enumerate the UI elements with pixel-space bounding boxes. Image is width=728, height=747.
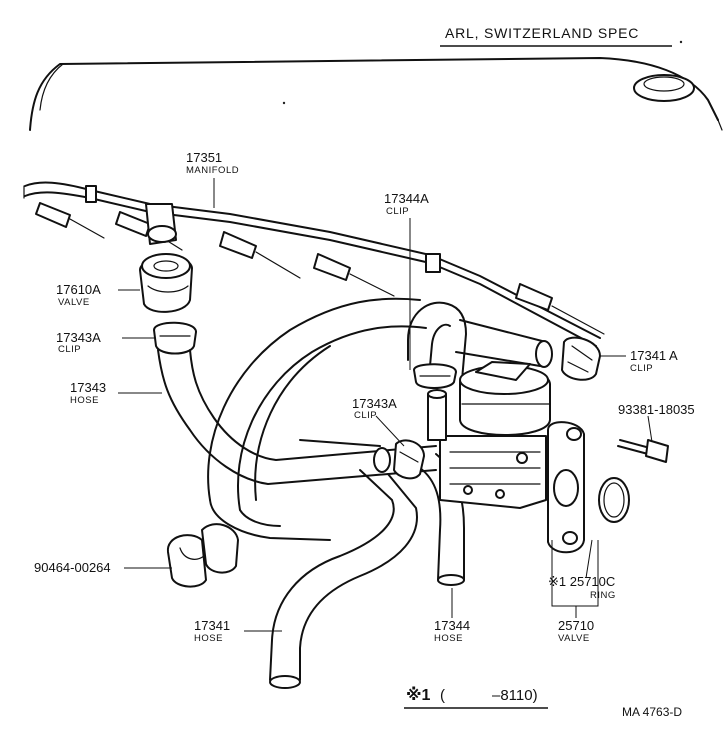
callout-valve-17610a: 17610A VALVE	[56, 282, 101, 308]
injector-3	[219, 231, 301, 279]
clip-17341a	[561, 336, 601, 381]
footnote: ※1 ( –8110)	[404, 686, 548, 709]
injector-1	[35, 202, 105, 239]
callout-clip-17344a: 17344A CLIP	[384, 191, 429, 217]
hose-17344-end	[437, 574, 465, 586]
callout-clip-17341a: 17341 A CLIP	[630, 348, 678, 374]
clip-17344a-body	[425, 253, 441, 273]
callout-number: 17344	[434, 618, 470, 633]
engine-cover-outline	[29, 57, 723, 131]
ring-25710c	[598, 477, 630, 523]
callout-name: CLIP	[386, 206, 409, 217]
bolt-93381-18035	[617, 439, 669, 463]
callout-valve-25710: 25710 VALVE	[558, 618, 594, 644]
callout-number: 17344A	[384, 191, 429, 206]
injector-4	[313, 253, 395, 297]
spec-note-dot	[679, 40, 683, 44]
callout-bolt: 93381-18035	[618, 402, 695, 417]
callout-number: 90464-00264	[34, 560, 111, 575]
callout-name: HOSE	[194, 633, 223, 644]
callout-name: VALVE	[558, 633, 590, 644]
valve-17610a	[139, 203, 193, 313]
callout-manifold: 17351 MANIFOLD	[186, 150, 239, 176]
callout-name: RING	[590, 590, 616, 601]
drawing-code: MA 4763-D	[622, 705, 682, 719]
callout-clip-17343a-left: 17343A CLIP	[56, 330, 101, 355]
callout-name: MANIFOLD	[186, 165, 239, 176]
footnote-marker: ※1	[406, 686, 431, 704]
clamp-90464-00264	[166, 523, 239, 588]
callout-name: CLIP	[58, 344, 81, 355]
callout-name: HOSE	[70, 395, 99, 406]
callout-hose-17344: 17344 HOSE	[434, 618, 470, 644]
clip-17343a-left	[153, 321, 197, 355]
callout-number: 93381-18035	[618, 402, 695, 417]
spec-note-text: ARL, SWITZERLAND SPEC	[445, 25, 639, 41]
callout-number: 17343	[70, 380, 106, 395]
callout-number: 17341 A	[630, 348, 678, 363]
footnote-open: (	[440, 687, 445, 704]
spec-note: ARL, SWITZERLAND SPEC	[440, 25, 683, 47]
valve-25710	[427, 361, 585, 554]
callout-hose-17343: 17343 HOSE	[70, 380, 106, 406]
callout-number: 17343A	[56, 330, 101, 345]
clip-17344a	[413, 363, 457, 389]
oil-filler-cap	[633, 74, 695, 102]
callout-number: ※1 25710C	[548, 574, 615, 589]
callout-name: CLIP	[354, 410, 377, 421]
callout-number: 25710	[558, 618, 594, 633]
callout-ring-25710c: ※1 25710C RING	[548, 574, 616, 601]
callout-number: 17610A	[56, 282, 101, 297]
callout-number: 17343A	[352, 396, 397, 411]
callout-hose-17341: 17341 HOSE	[194, 618, 230, 644]
footnote-range: –8110)	[492, 687, 538, 704]
callout-name: HOSE	[434, 633, 463, 644]
manifold-assembly	[23, 181, 605, 347]
hose-17343	[157, 349, 437, 485]
hose-17341-end	[269, 675, 301, 689]
clip-17343a-center	[393, 439, 425, 480]
leader-lines	[118, 178, 653, 632]
breather-hoses	[207, 297, 553, 689]
callout-name: VALVE	[58, 297, 90, 308]
callout-name: CLIP	[630, 363, 653, 374]
callout-clamp: 90464-00264	[34, 560, 111, 575]
callout-clip-17343a-center: 17343A CLIP	[352, 396, 397, 421]
callout-number: 17351	[186, 150, 222, 165]
callout-number: 17341	[194, 618, 230, 633]
injector-5	[515, 283, 605, 335]
